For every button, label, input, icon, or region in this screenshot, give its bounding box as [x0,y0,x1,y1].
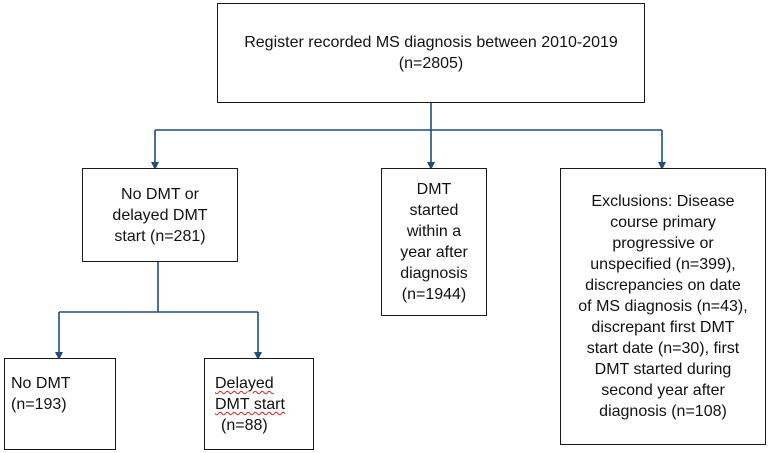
dmt-within-year-line: started [409,202,459,219]
exclusions-line: Exclusions: Disease [591,193,735,210]
exclusions-line: progressive or [612,235,714,252]
dmt-within-year-line: year after [400,244,468,261]
dmt-within-year-line: (n=1944) [401,286,467,303]
dmt-within-year-box: DMT started within a year after diagnosi… [381,168,487,316]
exclusions-box: Exclusions: Disease course primary progr… [560,168,766,445]
delayed-dmt-start-line: (n=88) [221,417,268,434]
dmt-within-year-line: DMT [416,181,452,198]
root-box-title: Register recorded MS diagnosis between 2… [244,34,618,51]
no-dmt-or-delayed-box: No DMT or delayed DMT start (n=281) [82,168,238,262]
exclusions-line: discrepancies on date [585,277,741,294]
exclusions-line: unspecified (n=399), [590,256,736,273]
exclusions-line: of MS diagnosis (n=43), [578,298,748,315]
delayed-dmt-start-line: Delayed [215,375,274,392]
exclusions-line: course primary [610,214,716,231]
no-dmt-or-delayed-line: delayed DMT [112,206,208,224]
no-dmt-or-delayed-line: No DMT or [121,185,199,203]
exclusions-line: DMT started during [594,361,732,378]
no-dmt-or-delayed-line: start (n=281) [114,227,206,245]
exclusions-line: diagnosis (n=108) [599,403,727,420]
connector-group [55,103,666,360]
dmt-within-year-line: diagnosis [400,265,468,282]
no-dmt-box: No DMT (n=193) [4,358,116,450]
no-dmt-line: No DMT [11,375,71,392]
no-dmt-line: (n=193) [11,396,67,413]
delayed-dmt-start-box: Delayed DMT start (n=88) [204,358,314,450]
dmt-within-year-line: within a [406,223,462,240]
delayed-dmt-start-line: DMT start [215,394,313,415]
delayed-dmt-start-text: DMT start [215,396,285,413]
root-box: Register recorded MS diagnosis between 2… [217,3,645,103]
exclusions-line: second year after [601,382,725,399]
exclusions-line: discrepant first DMT [591,319,735,336]
exclusions-line: start date (n=30), first [586,340,740,357]
root-box-count: (n=2805) [398,55,464,72]
